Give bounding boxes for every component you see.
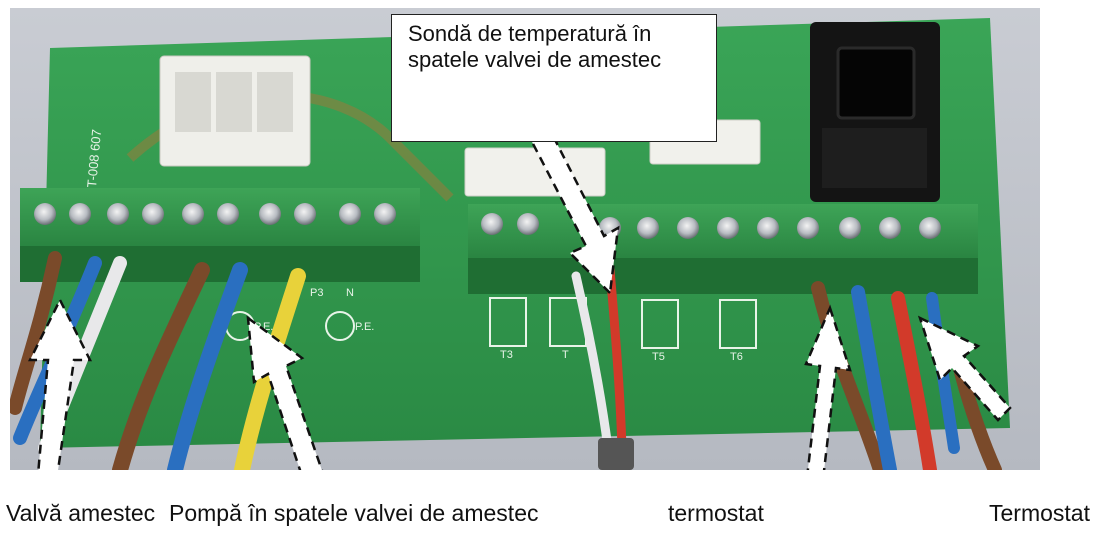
- arrow-pump: [246, 315, 324, 470]
- terminal-block-left: [20, 188, 420, 282]
- rj-connector: [810, 22, 940, 202]
- arrow-valve: [27, 297, 93, 470]
- sensor-label-t3: T3: [500, 349, 513, 361]
- white-connector-left: [159, 55, 311, 167]
- caption-pump: Pompă în spatele valvei de amestec: [169, 500, 539, 526]
- callout-text: Sondă de temperatură în spatele valvei d…: [408, 21, 662, 72]
- arrow-probe: [528, 128, 620, 296]
- caption-thermostat-1: termostat: [668, 500, 764, 526]
- arrow-thermostat-2: [917, 315, 1012, 422]
- terminal-label-pe2: P.E.: [355, 321, 374, 333]
- sensor-label-t4: T: [562, 349, 569, 361]
- wire-brown-thermostat: [811, 281, 887, 470]
- silkscreen-code: T-008 607: [84, 129, 104, 189]
- sensor-label-t6: T6: [730, 351, 743, 363]
- temperature-probe-callout: Sondă de temperatură în spatele valvei d…: [391, 14, 717, 142]
- wires: [10, 251, 1002, 470]
- wire-yellow-pump: [234, 268, 306, 470]
- silkscreen-symbols: [225, 297, 757, 349]
- wire-red-probe: [605, 265, 627, 453]
- sensor-label-t5: T5: [652, 351, 665, 363]
- wire-red-thermostat: [891, 291, 937, 470]
- terminal-block-right: [468, 204, 978, 294]
- wire-blue-thermostat-2: [926, 292, 960, 454]
- arrow-thermostat-1: [804, 304, 852, 470]
- terminal-label-p3: P3: [310, 287, 323, 299]
- wire-white-probe: [571, 271, 613, 453]
- wire-brown-left: [10, 251, 62, 415]
- probe-sleeve: [598, 438, 634, 470]
- caption-mixing-valve: Valvă amestec: [6, 500, 156, 526]
- annotation-arrows: [27, 128, 1012, 470]
- terminal-label-n: N: [346, 287, 354, 299]
- wire-blue-pump: [167, 262, 248, 470]
- caption-thermostat-2: Termostat: [989, 500, 1090, 526]
- wire-brown-pump: [112, 262, 210, 470]
- wire-blue-thermostat: [851, 285, 897, 470]
